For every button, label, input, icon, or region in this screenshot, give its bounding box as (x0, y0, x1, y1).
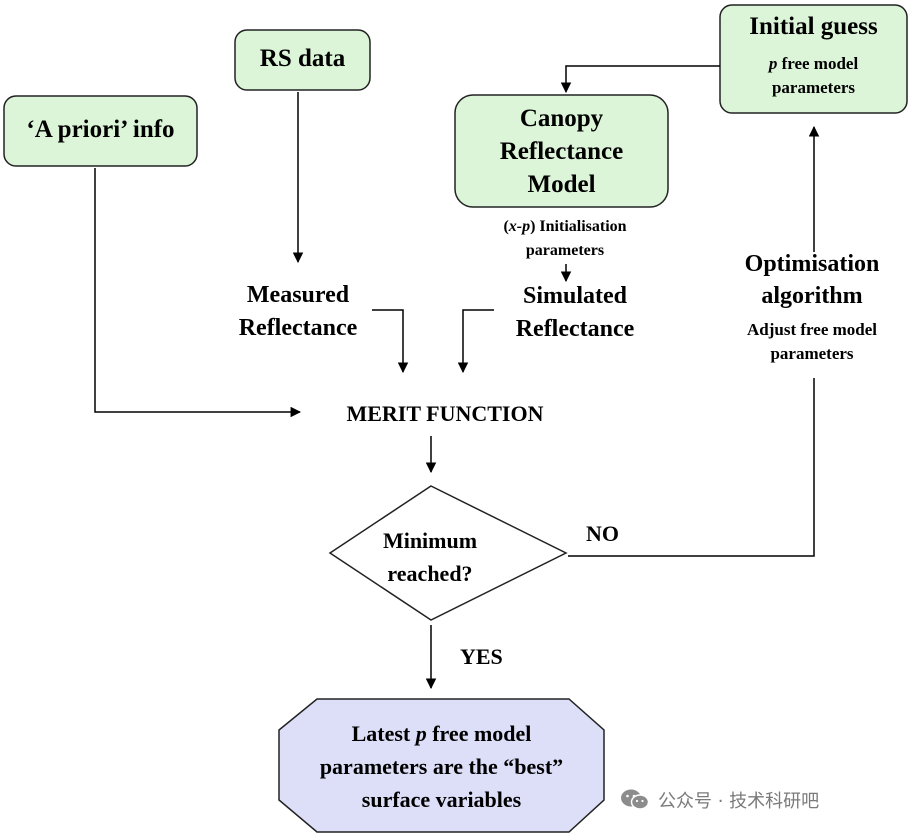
result-l1-pre: Latest (351, 721, 416, 746)
watermark: 公众号 · 技术科研吧 (620, 787, 819, 813)
initial-guess-label: Initial guess p free model parameters (720, 12, 907, 100)
edge-guess-to-canopy (560, 65, 720, 94)
decision-diamond (328, 485, 568, 621)
init-params-line2: parameters (525, 242, 605, 259)
initial-guess-subtitle: p free model parameters (720, 52, 907, 100)
optimisation-line2: algorithm (761, 283, 863, 309)
initial-guess-title: Initial guess (749, 13, 878, 40)
canopy-model-line1: Canopy (519, 105, 604, 132)
initial-guess-var: p (768, 54, 778, 73)
result-line3: surface variables (361, 787, 522, 812)
simulated-reflectance-label: Simulated Reflectance (495, 280, 655, 346)
merit-function-label: MERIT FUNCTION (346, 401, 544, 426)
canopy-model-box (454, 94, 669, 208)
edge-decision-no-loop (568, 378, 815, 557)
init-params-open: ( (503, 218, 509, 235)
edge-simulated-to-merit (457, 309, 494, 374)
decision-label: Minimum reached? (340, 524, 520, 590)
optimisation-sub2: parameters (770, 344, 854, 363)
result-l1-post: free model (426, 721, 532, 746)
canopy-model-line3: Model (527, 171, 596, 198)
measured-reflectance-label: Measured Reflectance (218, 279, 378, 345)
watermark-text: 公众号 · 技术科研吧 (658, 791, 820, 812)
edge-apriori-to-merit (94, 168, 302, 418)
optimisation-sub1: Adjust free model (747, 320, 877, 339)
decision-line2: reached? (387, 561, 473, 586)
optimisation-label: Optimisation algorithm Adjust free model… (712, 248, 911, 366)
measured-line2: Reflectance (238, 315, 358, 341)
init-params-rest: Initialisation (535, 218, 627, 235)
initial-guess-box (719, 4, 908, 114)
init-params-var: x-p (508, 218, 531, 235)
canopy-model-label: Canopy Reflectance Model (455, 102, 668, 201)
rs-data-box (234, 29, 371, 91)
result-octagon (278, 698, 605, 833)
canopy-model-line2: Reflectance (499, 138, 624, 165)
result-l1-var: p (415, 721, 427, 746)
yes-label: YES (460, 644, 503, 669)
a-priori-label: ‘A priori’ info (26, 116, 175, 143)
optimisation-line1: Optimisation (744, 251, 880, 277)
measured-line1: Measured (246, 282, 350, 308)
rs-data-label: RS data (259, 45, 346, 72)
result-line1: Latest p free model (279, 717, 604, 750)
initial-guess-sub-rest: free model (777, 54, 859, 73)
result-line2: parameters are the “best” (319, 754, 564, 779)
decision-line1: Minimum (382, 528, 478, 553)
init-params-close: ) (530, 218, 536, 235)
simulated-line1: Simulated (522, 283, 627, 309)
no-label: NO (586, 521, 619, 546)
initialisation-params-label: (x-p) Initialisation parameters (470, 215, 660, 263)
simulated-line2: Reflectance (515, 316, 635, 342)
wechat-icon (621, 789, 650, 810)
edge-measured-to-merit (372, 309, 409, 374)
initial-guess-sub-line2: parameters (771, 78, 856, 97)
result-label: Latest p free model parameters are the “… (279, 717, 604, 816)
a-priori-box (3, 95, 198, 167)
